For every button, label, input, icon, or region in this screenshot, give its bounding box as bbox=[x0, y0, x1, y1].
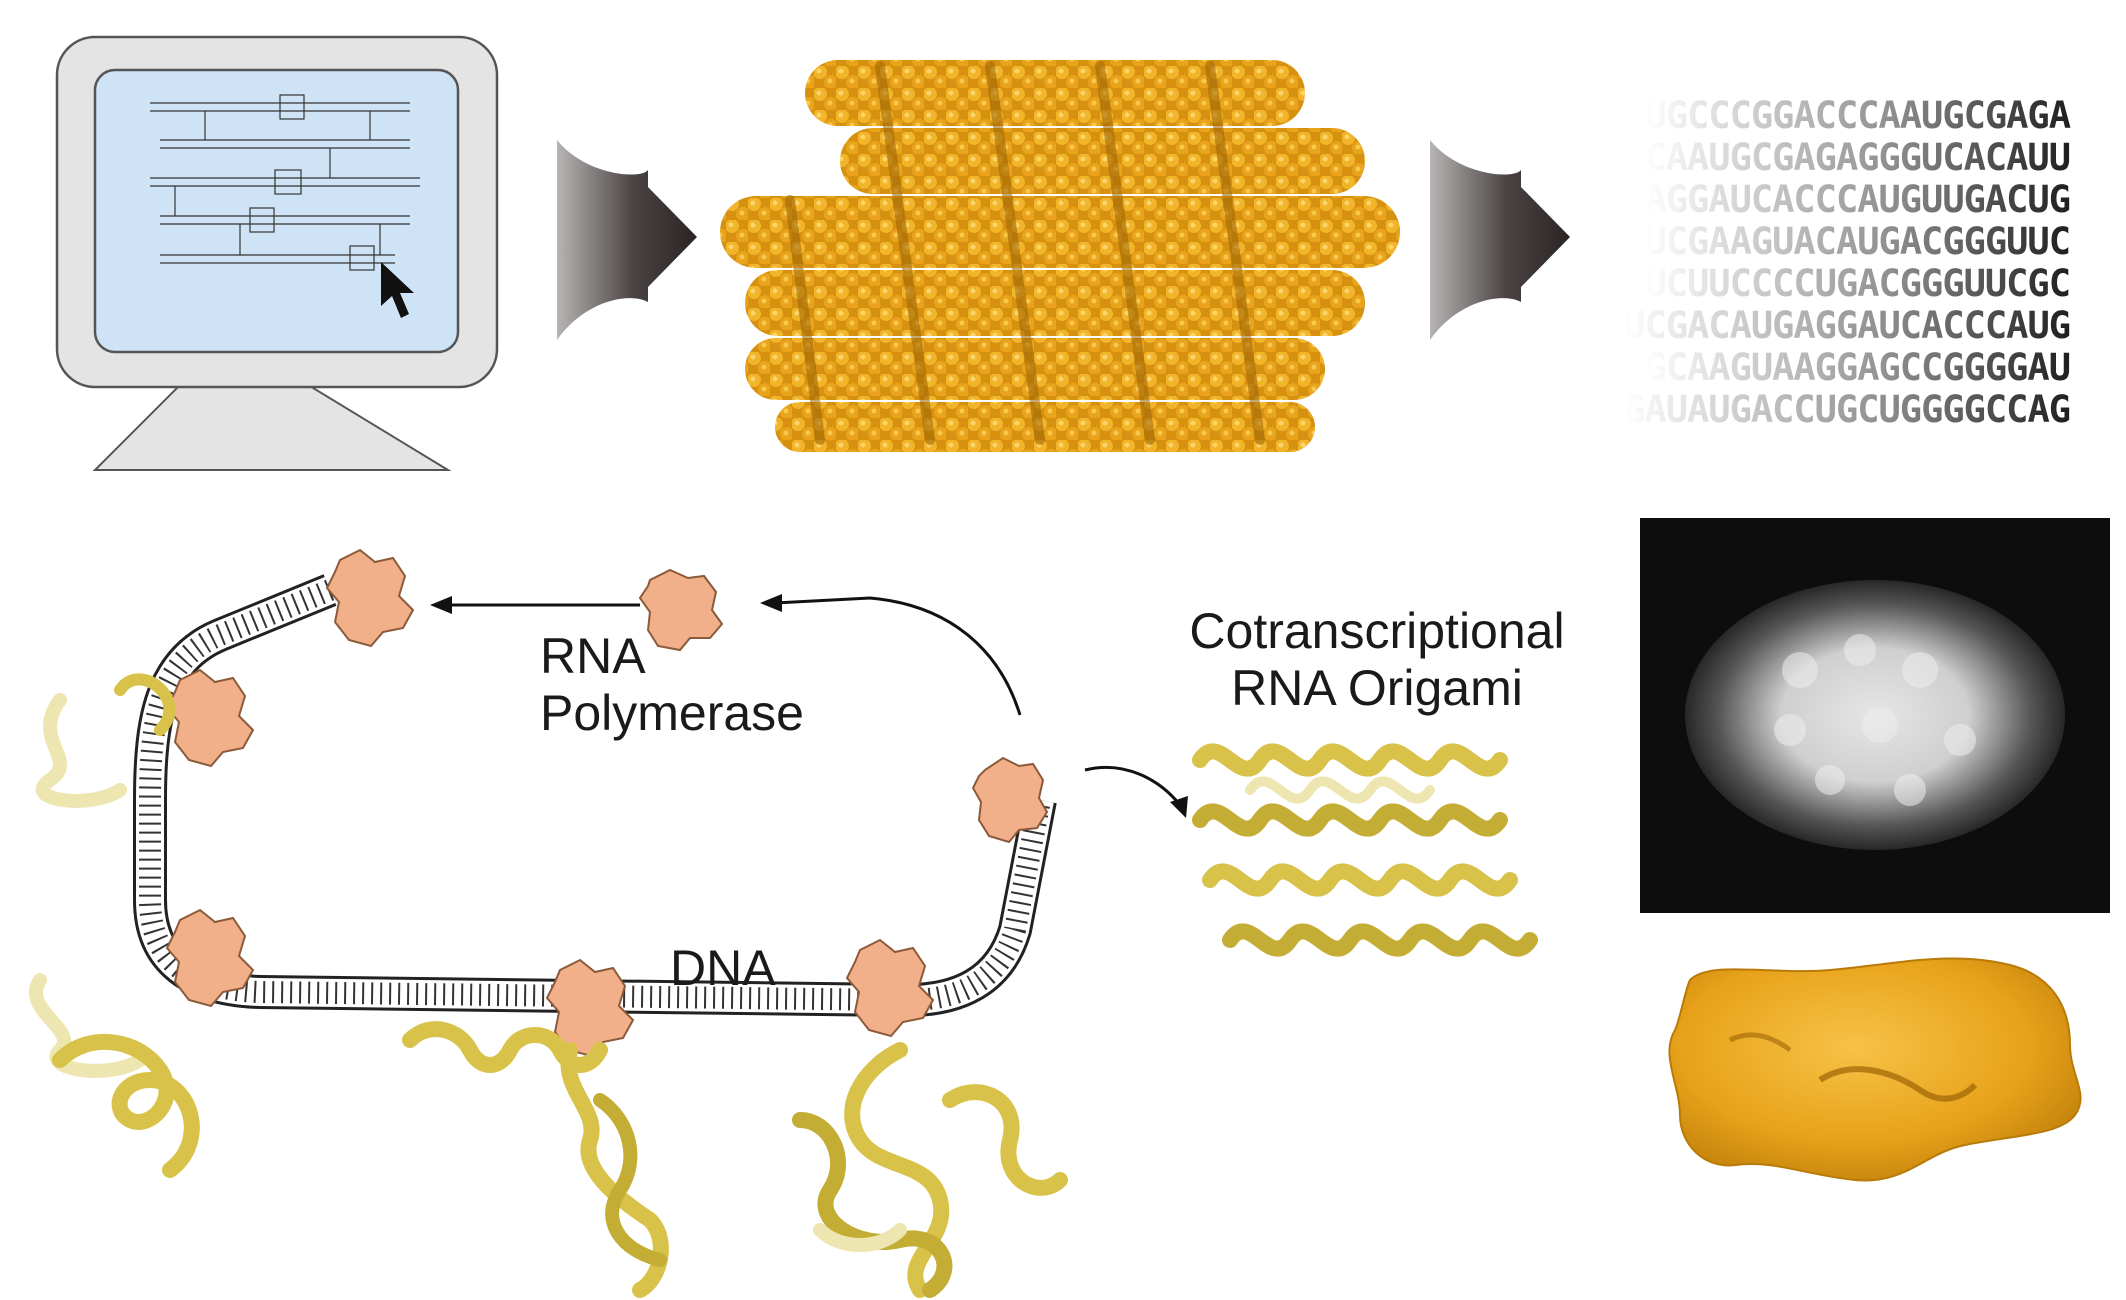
label-rna: RNA bbox=[540, 628, 646, 684]
density-map-model bbox=[1668, 957, 2082, 1182]
label-cotranscriptional: Cotranscriptional bbox=[1189, 603, 1564, 659]
sequence-line: UCUUCCCCUGACGGGUUCGC bbox=[1644, 262, 2070, 305]
sequence-line: UCGAAGUACAUGACGGGUUC bbox=[1644, 220, 2070, 263]
label-dna: DNA bbox=[670, 940, 776, 996]
right-arrow-icon bbox=[557, 140, 697, 340]
rna-polymerase bbox=[165, 668, 255, 768]
sequence-line: GAUAUGACCUGCUGGGGCCAG bbox=[1623, 388, 2070, 431]
release-arrows bbox=[430, 594, 1188, 818]
sequence-line: CAAUGCGAGAGGGUCACAUU bbox=[1644, 136, 2070, 179]
rna-polymerase bbox=[325, 548, 415, 648]
cryo-em-image bbox=[1640, 518, 2110, 913]
right-arrow-icon bbox=[1430, 140, 1570, 340]
origami-ribbon-model bbox=[1192, 743, 1538, 957]
sequence-line: UCGACAUGAGGAUCACCCAUG bbox=[1623, 304, 2070, 347]
label-polymerase: Polymerase bbox=[540, 685, 804, 741]
rna-polymerase bbox=[845, 938, 935, 1038]
rna-polymerase bbox=[638, 568, 724, 652]
monitor-stand bbox=[92, 379, 452, 471]
rna-polymerase bbox=[545, 958, 635, 1058]
rna-polymerase bbox=[971, 756, 1049, 844]
sequence-line: AGGAUCACCCAUGUUGACUG bbox=[1644, 178, 2070, 221]
polymerase-group bbox=[165, 548, 1049, 1058]
label-rna-origami: RNA Origami bbox=[1231, 660, 1523, 716]
sequence-line: UGCCCGGACCCAAUGCGAGA bbox=[1644, 94, 2070, 137]
origami-3d-model bbox=[720, 60, 1400, 452]
sequence-line: GCAAGUAAGGAGCCGGGGAU bbox=[1644, 346, 2070, 389]
nascent-rna-ribbons bbox=[28, 673, 1068, 1298]
monitor-icon bbox=[55, 35, 499, 471]
mouse-cursor-icon bbox=[381, 262, 414, 318]
rna-polymerase bbox=[165, 908, 255, 1008]
rna-sequence-block: UGCCCGGACCCAAUGCGAGA CAAUGCGAGAGGGUCACAU… bbox=[1623, 94, 2072, 431]
design-schematic bbox=[150, 94, 420, 271]
